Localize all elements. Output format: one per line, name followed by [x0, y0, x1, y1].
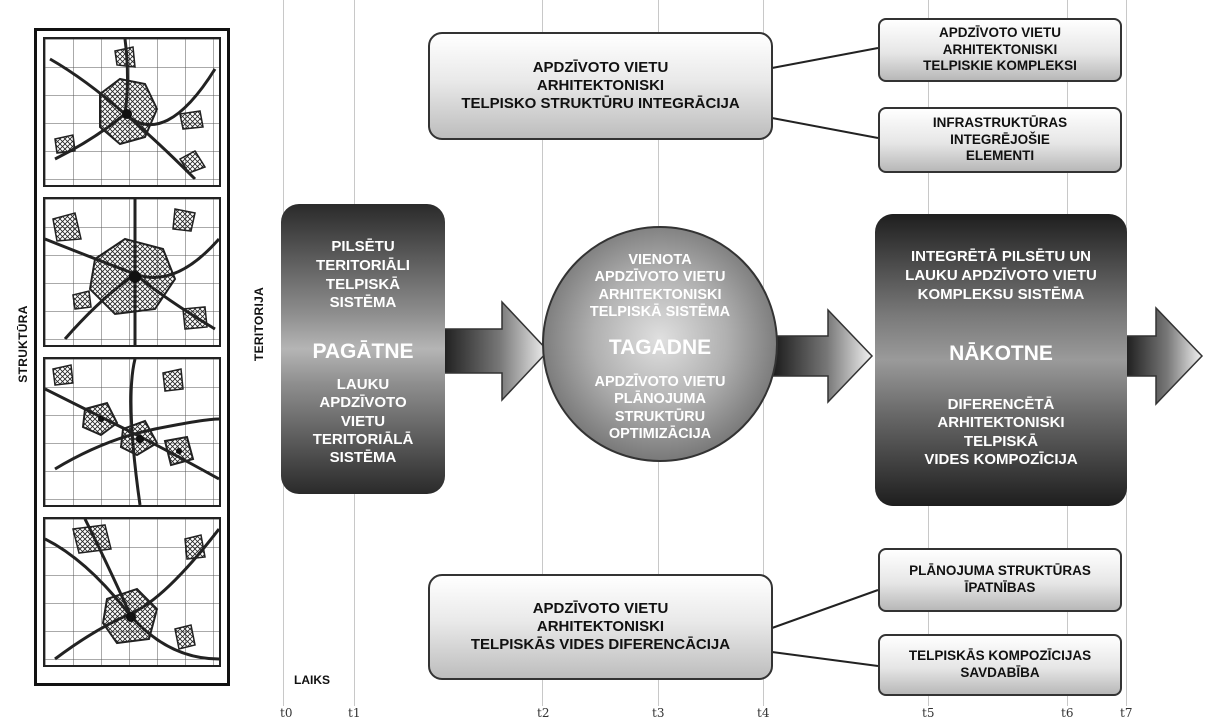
future-box: INTEGRĒTĀ PILSĒTU UN LAUKU APDZĪVOTO VIE…	[875, 214, 1127, 506]
future-top-text: INTEGRĒTĀ PILSĒTU UN LAUKU APDZĪVOTO VIE…	[905, 248, 1097, 303]
struktura-label: STRUKTŪRA	[16, 305, 30, 383]
present-top-text: VIENOTA APDZĪVOTO VIETU ARHITEKTONISKI T…	[589, 252, 731, 321]
future-bottom-text: DIFERENCĒTĀ ARHITEKTONISKI TELPISKĀ VIDE…	[924, 396, 1078, 468]
planning-structure-box: PLĀNOJUMA STRUKTŪRAS ĪPATNĪBAS	[878, 548, 1122, 612]
tick-t2: t2	[537, 706, 550, 720]
arrow-present-to-future	[772, 308, 874, 404]
tick-t0: t0	[280, 706, 293, 720]
settlement-sketch-3	[43, 357, 221, 507]
settlement-sketch-1	[43, 37, 221, 187]
tick-t3: t3	[652, 706, 665, 720]
teritorija-label: TERITORIJA	[252, 286, 266, 362]
present-circle: VIENOTA APDZĪVOTO VIETU ARHITEKTONISKI T…	[542, 226, 778, 462]
present-bottom-text: APDZĪVOTO VIETU PLĀNOJUMA STRUKTŪRU OPTI…	[594, 374, 726, 443]
past-box: PILSĒTU TERITORIĀLI TELPISKĀ SISTĒMA PAG…	[281, 204, 445, 494]
laiks-label: LAIKS	[294, 673, 330, 687]
settlement-sketch-4	[43, 517, 221, 667]
past-title: PAGĀTNE	[312, 340, 414, 363]
tick-t1: t1	[348, 706, 361, 720]
complexes-box: APDZĪVOTO VIETU ARHITEKTONISKI TELPISKIE…	[878, 18, 1122, 82]
infrastructure-box: INFRASTRUKTŪRAS INTEGRĒJOŠIE ELEMENTI	[878, 107, 1122, 173]
composition-box: TELPISKĀS KOMPOZĪCIJAS SAVDABĪBA	[878, 634, 1122, 696]
arrow-to-future	[1124, 306, 1204, 406]
past-top-text: PILSĒTU TERITORIĀLI TELPISKĀ SISTĒMA	[316, 238, 410, 312]
structure-panel	[34, 28, 230, 686]
differentiation-box: APDZĪVOTO VIETU ARHITEKTONISKI TELPISKĀS…	[428, 574, 773, 680]
future-title: NĀKOTNE	[949, 342, 1053, 365]
arrow-past-to-present	[440, 300, 550, 402]
tick-t7: t7	[1120, 706, 1133, 720]
tick-t4: t4	[757, 706, 770, 720]
past-bottom-text: LAUKU APDZĪVOTO VIETU TERITORIĀLĀ SISTĒM…	[312, 376, 414, 467]
tick-t6: t6	[1061, 706, 1074, 720]
integration-box: APDZĪVOTO VIETU ARHITEKTONISKI TELPISKO …	[428, 32, 773, 140]
tick-t5: t5	[922, 706, 935, 720]
settlement-sketch-2	[43, 197, 221, 347]
present-title: TAGADNE	[608, 336, 712, 359]
